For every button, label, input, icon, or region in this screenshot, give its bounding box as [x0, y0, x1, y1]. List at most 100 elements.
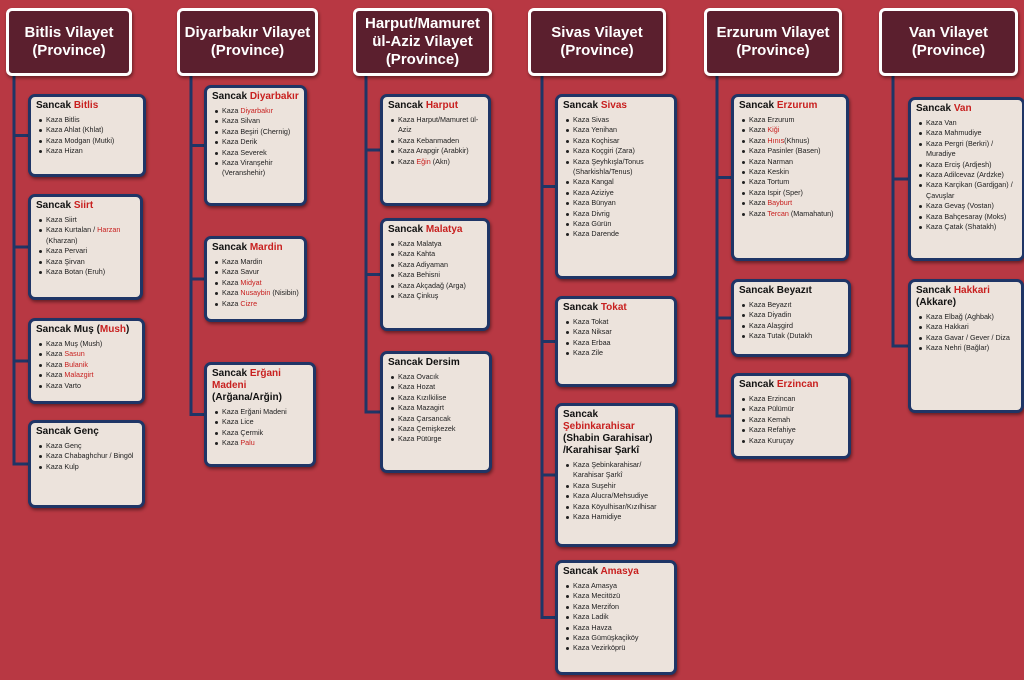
kaza-text: Kaza: [222, 288, 241, 298]
kaza-highlight: Kiği: [767, 125, 780, 135]
kaza-text: Kaza Alaşgird: [749, 320, 793, 330]
kaza-item: Kaza Erğani Madeni: [215, 407, 309, 417]
kaza-item: Kaza Gürün: [566, 219, 670, 229]
kaza-text: Kaza Diyadin: [749, 310, 792, 320]
kaza-text: Kaza Adiyaman: [398, 259, 448, 269]
kaza-item: Kaza Yenihan: [566, 125, 670, 135]
sancak-title: Sancak Sivas: [563, 100, 670, 112]
province-title: Van Vilayet (Province): [909, 24, 988, 59]
kaza-text: Kaza Bitlis: [46, 115, 80, 124]
kaza-text: Kaza: [749, 135, 768, 145]
kaza-text: Kaza Beşiri (Chernig): [222, 126, 291, 136]
kaza-item: Kaza Amasya: [566, 581, 670, 591]
kaza-item: Kaza Havza: [566, 623, 670, 633]
kaza-text: Kaza Hozat: [398, 382, 436, 392]
sancak-title-text: Sancak: [388, 100, 426, 111]
kaza-text: Kaza Çarsancak: [398, 413, 451, 423]
kaza-text: Kaza Hamidiye: [573, 512, 622, 522]
province-title: Bitlis Vilayet (Province): [24, 24, 114, 59]
kaza-highlight: Eğin: [416, 156, 431, 166]
kaza-item: Kaza Hozat: [391, 382, 485, 392]
sancak-title: Sancak Şebinkarahisar (Shabin Garahisar)…: [563, 409, 671, 457]
kaza-text: Kaza Erciş (Ardjesh): [926, 159, 992, 169]
kaza-text: Kaza Vezirköprü: [573, 643, 626, 653]
kaza-highlight: Sasun: [64, 349, 85, 359]
sancak-box: Sancak Erğani Madeni (Arğana/Arğin)Kaza …: [204, 362, 316, 467]
kaza-text: Kaza Pergri (Berkri) / Muradiye: [926, 138, 994, 159]
sancak-title-text: Sancak: [916, 285, 954, 296]
kaza-text: Kaza: [398, 156, 417, 166]
sancak-title: Sancak Dersim: [388, 357, 485, 369]
province-box: Van Vilayet (Province): [879, 8, 1018, 76]
kaza-text: Kaza Alucra/Mehsudiye: [573, 491, 649, 501]
kaza-text: Kaza Kahta: [398, 249, 436, 259]
kaza-item: Kaza Kebanmaden: [391, 136, 484, 146]
kaza-text: Kaza Kurtalan /: [46, 225, 98, 235]
kaza-item: Kaza Çatak (Shatakh): [919, 222, 1018, 232]
kaza-highlight: Palu: [240, 438, 255, 448]
kaza-text: Kaza Hakkari: [926, 322, 969, 332]
kaza-text: Kaza: [222, 298, 241, 308]
sancak-title: Sancak Beyazıt: [739, 285, 844, 297]
kaza-text: Kaza Derik: [222, 137, 258, 147]
kaza-text: Kaza Akçadağ (Arga): [398, 280, 466, 290]
kaza-highlight: Malazgirt: [64, 370, 94, 380]
kaza-highlight: Hınıs: [767, 135, 785, 145]
kaza-item: Kaza Ispir (Sper): [742, 188, 842, 198]
kaza-text: Kaza Savur: [222, 267, 260, 277]
sancak-title: Sancak Siirt: [36, 200, 136, 212]
sancak-title-highlight: Amasya: [600, 566, 639, 577]
kaza-item: Kaza Palu: [215, 438, 309, 448]
sancak-title: Sancak Erzincan: [739, 379, 844, 391]
sancak-title-text: Sancak Beyazıt: [739, 285, 812, 296]
kaza-text: Kaza Yenihan: [573, 125, 617, 135]
kaza-text: Kaza Viranşehir (Veranshehir): [222, 158, 273, 178]
kaza-text: Kaza Çatak (Shatakh): [926, 222, 997, 232]
kaza-item: Kaza Pasinler (Basen): [742, 146, 842, 156]
kaza-item: Kaza Suşehir: [566, 481, 671, 491]
kaza-text: Kaza Ispir (Sper): [749, 187, 803, 197]
sancak-title-text: (Akkare): [916, 297, 957, 308]
kaza-item: Kaza Beşiri (Chernig): [215, 127, 300, 137]
kaza-text: Kaza: [46, 370, 65, 380]
kaza-text: Kaza Ahlat (Khlat): [46, 125, 104, 135]
kaza-item: Kaza Pergri (Berkri) / Muradiye: [919, 139, 1018, 160]
kaza-item: Kaza Sasun: [39, 349, 138, 359]
kaza-item: Kaza Koçhisar: [566, 136, 670, 146]
kaza-text: Kaza Darende: [573, 229, 619, 239]
kaza-item: Kaza Ovacık: [391, 372, 485, 382]
kaza-text: Kaza Merzifon: [573, 601, 619, 611]
kaza-item: Kaza Erciş (Ardjesh): [919, 160, 1018, 170]
kaza-item: Kaza Kemah: [742, 415, 844, 425]
sancak-title: Sancak Tokat: [563, 302, 670, 314]
kaza-item: Kaza Bünyan: [566, 198, 670, 208]
kaza-text: Kaza Genç: [46, 441, 82, 450]
sancak-title-highlight: Şebinkarahisar: [563, 421, 635, 432]
kaza-item: Kaza Zile: [566, 348, 670, 358]
kaza-item: Kaza Hizan: [39, 146, 139, 156]
kaza-item: Kaza Divrig: [566, 209, 670, 219]
kaza-item: Kaza Gevaş (Vostan): [919, 201, 1018, 211]
kaza-text: Kaza Ovacık: [398, 372, 439, 381]
sancak-title-text: Sancak: [36, 200, 74, 211]
kaza-item: Kaza Genç: [39, 441, 138, 451]
kaza-text: Kaza: [222, 106, 241, 115]
kaza-item: Kaza Mardin: [215, 257, 300, 267]
kaza-text: (Khnus): [784, 135, 810, 145]
kaza-text: Kaza Şirvan: [46, 256, 85, 266]
kaza-item: Kaza Çemişkezek: [391, 424, 485, 434]
sancak-title-highlight: Hakkari: [953, 285, 990, 296]
kaza-item: Kaza Kızılkilise: [391, 393, 485, 403]
kaza-text: Kaza Erbaa: [573, 337, 611, 347]
sancak-title-highlight: Mardin: [249, 242, 283, 253]
kaza-text: Kaza Pervari: [46, 246, 88, 256]
